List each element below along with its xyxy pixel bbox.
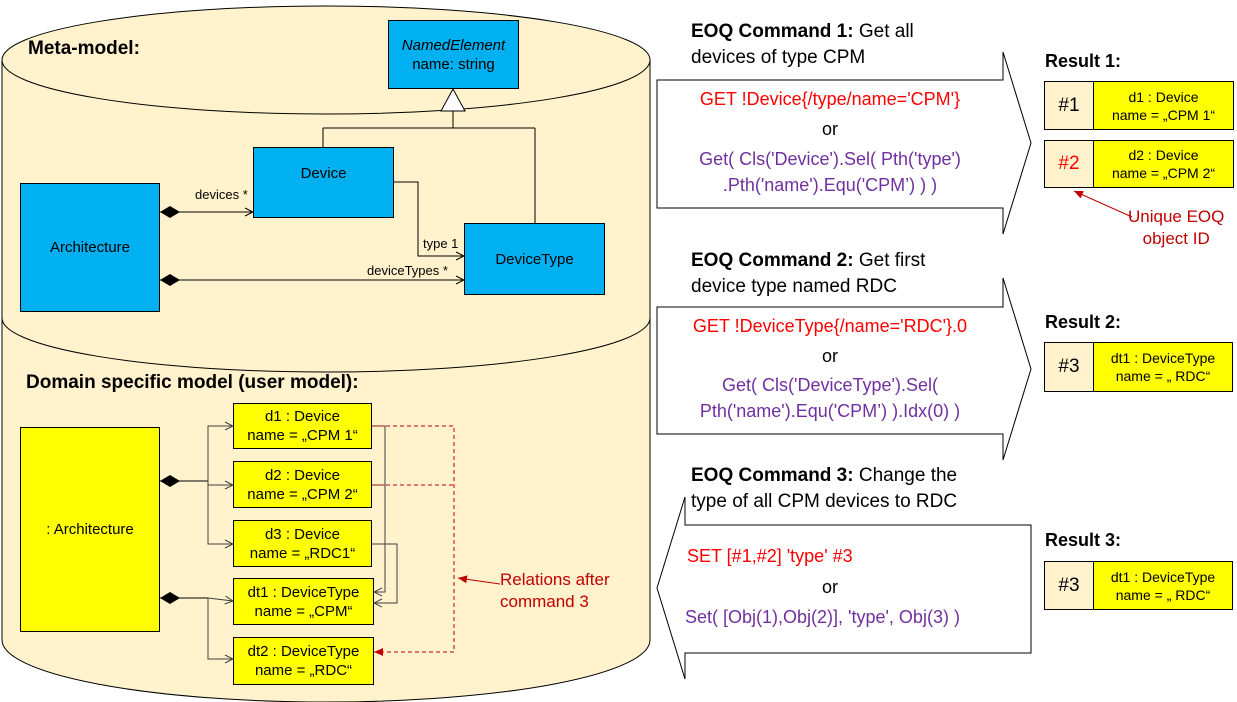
unique-id-note-line-1: Unique EOQ [1128, 207, 1225, 226]
result-1-row-2-id: #2 [1044, 140, 1094, 188]
metamodel-connectors [160, 87, 536, 280]
device-class: Device [253, 147, 394, 218]
command-2-api: Get( Cls('DeviceType').Sel( Pth('name').… [657, 372, 1003, 424]
relations-note: Relations after command 3 [500, 569, 610, 613]
device-types-label: deviceTypes * [367, 263, 448, 278]
command-1-arrow [656, 51, 1032, 235]
command-1-title: EOQ Command 1: [691, 21, 854, 42]
result-1-row-1-object: d1 : Device name = „CPM 1“ [1093, 81, 1234, 130]
command-2-desc: Get first [853, 250, 926, 271]
device-type-class-title: DeviceType [495, 250, 574, 268]
object-dt2: dt2 : DeviceType name = „RDC“ [233, 637, 374, 685]
result-2-row-1-title: dt1 : DeviceType [1110, 350, 1216, 366]
result-2-row-1-id: #3 [1044, 342, 1094, 392]
command-2-api-line-1: Get( Cls('DeviceType').Sel( [722, 375, 938, 395]
object-d1-title: d1 : Device [264, 408, 341, 425]
command-1-api-line-2: .Pth('name').Equ('CPM’) ) ) [722, 175, 938, 195]
object-d3-attr: name = „RDC1“ [249, 544, 356, 562]
command-1-heading: EOQ Command 1: Get all devices of type C… [691, 19, 914, 71]
architecture-object-title: : Architecture [46, 521, 134, 538]
command-2-text-syntax: GET !DeviceType{/name='RDC'}.0 [692, 316, 968, 336]
object-d1: d1 : Device name = „CPM 1“ [233, 403, 372, 449]
command-3-heading: EOQ Command 3: Change the type of all CP… [691, 463, 957, 515]
object-dt1-title: dt1 : DeviceType [247, 583, 360, 601]
command-1-text-syntax: GET !Device{/type/name='CPM'} [699, 89, 961, 109]
result-1-row-2-title: d2 : Device [1128, 147, 1199, 163]
command-3-desc: Change the [853, 465, 958, 486]
devices-label: devices * [195, 187, 248, 202]
result-1-row-2-attr: name = „CPM 2“ [1111, 165, 1216, 181]
result-2-heading: Result 2: [1045, 312, 1122, 332]
result-1-row-1-attr: name = „CPM 1“ [1111, 106, 1216, 123]
command-1-api-line-1: Get( Cls('Device').Sel( Pth('type') [699, 149, 961, 169]
command-3-desc-line2: type of all CPM devices to RDC [691, 491, 958, 512]
named-element-title: NamedElement [401, 36, 506, 54]
object-d2: d2 : Device name = „CPM 2“ [233, 461, 372, 508]
metamodel-heading: Meta-model: [28, 38, 140, 59]
result-3-heading: Result 3: [1045, 530, 1122, 550]
unique-id-note: Unique EOQ object ID [1128, 206, 1224, 250]
result-2-row-1-attr: name = „ RDC“ [1115, 368, 1211, 384]
relations-note-line-1: Relations after [500, 570, 610, 589]
relations-note-line-2: command 3 [500, 592, 589, 611]
command-2-or: or [821, 346, 838, 366]
architecture-object: : Architecture [20, 427, 160, 632]
command-3-arrow [656, 496, 1032, 680]
result-3-row-1-attr: name = „ RDC“ [1115, 586, 1211, 603]
result-2-row-1-object: dt1 : DeviceType name = „ RDC“ [1093, 342, 1233, 392]
object-d1-attr: name = „CPM 1“ [247, 427, 358, 444]
result-1-row-2-object: d2 : Device name = „CPM 2“ [1093, 140, 1234, 188]
object-dt2-title: dt2 : DeviceType [247, 643, 360, 660]
domain-model-heading: Domain specific model (user model): [26, 372, 359, 393]
result-1-heading: Result 1: [1045, 51, 1122, 71]
command-2-heading: EOQ Command 2: Get first device type nam… [691, 248, 925, 300]
command-3-title: EOQ Command 3: [691, 465, 854, 486]
object-d2-attr: name = „CPM 2“ [247, 485, 358, 503]
command-1-api: Get( Cls('Device').Sel( Pth('type') .Pth… [657, 146, 1003, 198]
result-3-row-1-object: dt1 : DeviceType name = „ RDC“ [1093, 561, 1233, 610]
architecture-class-title: Architecture [49, 239, 131, 256]
command-2-title: EOQ Command 2: [691, 250, 854, 271]
unique-id-note-line-2: object ID [1142, 229, 1210, 248]
result-3-row-1-title: dt1 : DeviceType [1110, 568, 1216, 585]
named-element-attr: name: string [412, 55, 495, 73]
unique-id-pointer [1073, 190, 1133, 218]
command-2-api-line-2: Pth('name').Equ('CPM’) ).Idx(0) ) [699, 401, 961, 421]
domain-connectors [160, 426, 501, 659]
command-2-desc-line2: device type named RDC [691, 276, 897, 297]
command-3-api: Set( [Obj(1),Obj(2)], 'type', Obj(3) ) [685, 604, 960, 630]
command-1-desc-line2: devices of type CPM [691, 47, 866, 68]
command-3-text-syntax: SET [#1,#2] 'type' #3 [687, 546, 853, 566]
command-1-desc: Get all [853, 21, 914, 42]
result-3-row-1-id: #3 [1044, 561, 1094, 610]
result-1-row-1-id: #1 [1044, 81, 1094, 130]
object-d3: d3 : Device name = „RDC1“ [233, 520, 372, 567]
device-class-title: Device [300, 165, 347, 182]
object-dt2-attr: name = „RDC“ [254, 662, 353, 679]
command-2-arrow [656, 277, 1032, 461]
device-type-class: DeviceType [464, 223, 605, 295]
command-3-api-line-1: Set( [Obj(1),Obj(2)], 'type', Obj(3) ) [685, 607, 960, 627]
architecture-class: Architecture [20, 183, 160, 312]
object-dt1-attr: name = „CPM“ [254, 602, 353, 620]
type-label: type 1 [423, 236, 459, 251]
result-1-row-1-title: d1 : Device [1128, 88, 1199, 105]
command-1-or: or [821, 119, 838, 139]
object-d3-title: d3 : Device [264, 525, 341, 543]
command-3-or: or [821, 577, 838, 597]
object-d2-title: d2 : Device [264, 466, 341, 484]
object-dt1: dt1 : DeviceType name = „CPM“ [233, 578, 374, 625]
named-element-class: NamedElement name: string [388, 20, 519, 89]
